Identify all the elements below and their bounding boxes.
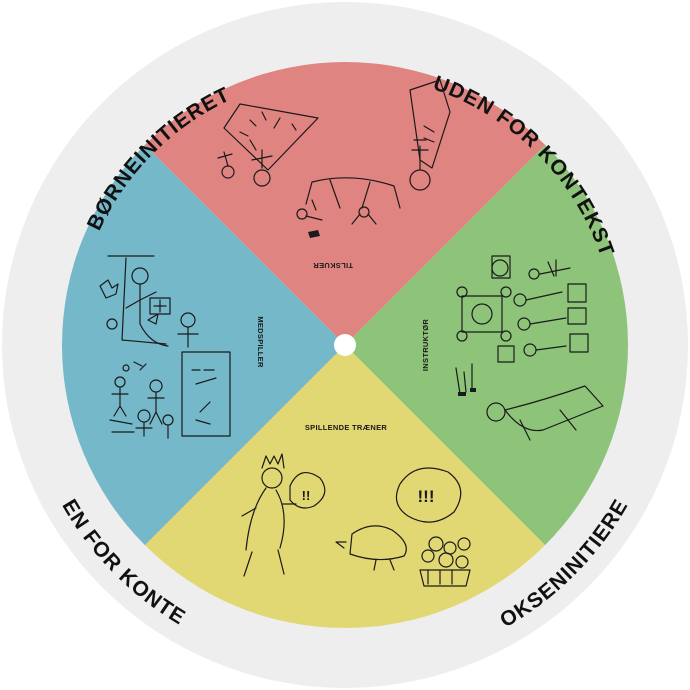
speech-bubble-large: !!! (418, 487, 435, 506)
co-player-sketch-icon (99, 255, 231, 439)
quadrant-label-bottom: SPILLENDE TRÆNER (305, 423, 388, 432)
quadrant-label-top: TILSKUER (313, 261, 353, 270)
instructor-sketch-icon (455, 255, 604, 441)
playing-coach-sketch-icon: !! !!! (241, 453, 471, 587)
quadrant-label-left: MEDSPILLER (256, 316, 265, 368)
spectator-sketch-icon (217, 79, 451, 238)
quadrant-label-right: INSTRUKTØR (421, 319, 430, 371)
center-hole (334, 334, 356, 356)
speech-bubble-small: !! (302, 488, 311, 503)
